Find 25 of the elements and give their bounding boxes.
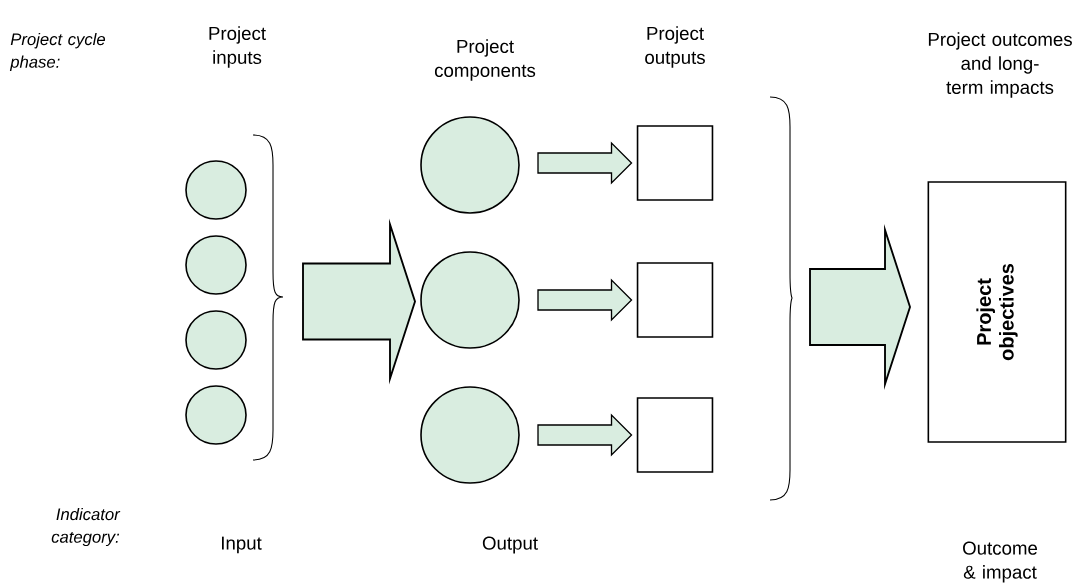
block-arrow [809, 224, 911, 390]
text-label: Output [482, 536, 538, 554]
text-label: Project components [434, 39, 536, 81]
block-arrow [302, 218, 416, 385]
square-box [636, 262, 714, 338]
block-arrow [537, 413, 633, 457]
circle [185, 235, 247, 295]
square-box [636, 125, 714, 201]
objectives-box: Project objectives [927, 181, 1067, 443]
text-label: Project outcomes and long-term impacts [928, 32, 1072, 98]
text-label: Project inputs [209, 26, 266, 68]
circle [185, 385, 247, 445]
square-box [636, 397, 714, 473]
text-label: Project outputs [645, 26, 705, 68]
text-label: Outcome & impact [963, 541, 1038, 583]
phase-label: Project cycle phase: [9, 32, 106, 72]
circle [185, 160, 247, 220]
text-label: Input [222, 536, 262, 554]
circle [420, 116, 520, 214]
block-arrow [537, 141, 633, 185]
block-arrow [537, 278, 633, 322]
circle [420, 251, 520, 349]
circle [185, 310, 247, 370]
circle [420, 386, 520, 484]
phase-label: Indicator category: [51, 507, 121, 547]
